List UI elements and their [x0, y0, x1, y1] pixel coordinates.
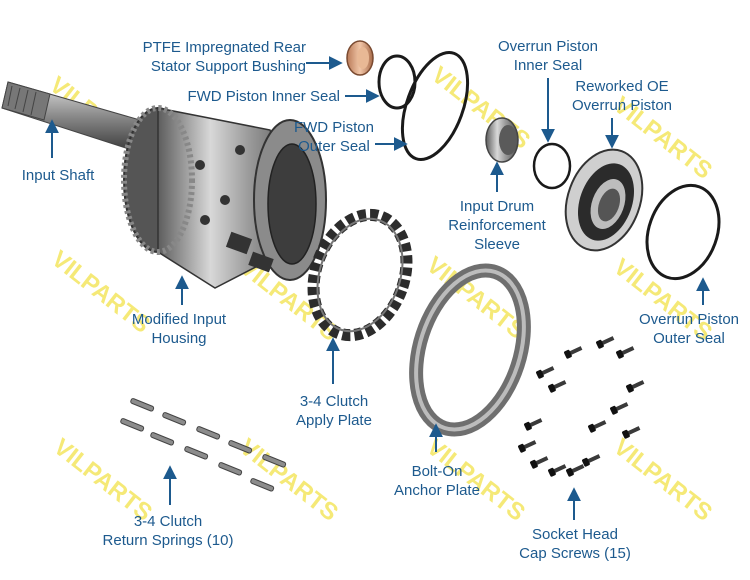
label-overrun-inner-seal: Overrun Piston Inner Seal	[497, 38, 599, 74]
label-modified-housing: Modified Input Housing	[131, 311, 227, 347]
label-fwd-outer-seal: FWD Piston Outer Seal	[293, 119, 374, 155]
cap-screws-part	[518, 336, 645, 477]
return-spring	[184, 446, 209, 460]
overrun-outer-seal-part	[645, 183, 721, 281]
input-drum-sleeve-part	[485, 117, 519, 163]
label-return-springs: 3-4 Clutch Return Springs (10)	[102, 513, 234, 549]
cap-screw	[626, 380, 645, 393]
return-spring	[130, 398, 155, 412]
cap-screw	[566, 464, 585, 477]
return-spring	[262, 454, 287, 468]
label-ptfe-bushing: PTFE Impregnated Rear Stator Support Bus…	[142, 39, 306, 75]
return-spring	[196, 426, 221, 440]
cap-screw	[622, 426, 641, 439]
label-fwd-inner-seal: FWD Piston Inner Seal	[187, 88, 340, 105]
cap-screw	[588, 420, 607, 433]
cap-screw	[564, 346, 583, 359]
cap-screw	[518, 440, 537, 453]
input-housing-part	[121, 105, 327, 289]
overrun-inner-seal-part	[532, 142, 572, 190]
cap-screw	[610, 402, 629, 415]
return-spring	[218, 462, 243, 476]
input-shaft-part	[1, 81, 141, 151]
return-spring	[162, 412, 187, 426]
cap-screw	[530, 456, 549, 469]
label-clutch-apply-plate: 3-4 Clutch Apply Plate	[296, 393, 372, 429]
return-spring	[150, 432, 175, 446]
overrun-piston-part	[564, 148, 644, 252]
label-overrun-outer-seal: Overrun Piston Outer Seal	[638, 311, 740, 347]
fwd-piston-inner-seal-part	[377, 54, 417, 110]
cap-screw	[536, 366, 555, 379]
ptfe-bushing-part	[346, 40, 374, 76]
cap-screw	[596, 336, 615, 349]
cap-screw	[548, 380, 567, 393]
label-input-shaft: Input Shaft	[21, 167, 95, 184]
cap-screw	[524, 418, 543, 431]
return-spring	[120, 418, 145, 432]
watermark-text: VILPARTS	[608, 433, 717, 526]
watermark-text: VILPARTS	[234, 433, 343, 526]
label-anchor-plate: Bolt-On Anchor Plate	[394, 463, 480, 499]
clutch-apply-plate-part	[307, 208, 413, 342]
cap-screw	[582, 454, 601, 467]
fwd-piston-outer-seal-part	[400, 51, 470, 161]
label-reworked-piston: Reworked OE Overrun Piston	[571, 78, 673, 114]
label-input-drum-sleeve: Input Drum Reinforcement Sleeve	[448, 198, 546, 253]
return-springs-part	[120, 398, 287, 492]
cap-screw	[616, 346, 635, 359]
label-cap-screws: Socket Head Cap Screws (15)	[519, 526, 631, 562]
leader-arrows	[45, 56, 710, 520]
anchor-plate-part	[409, 263, 531, 437]
cap-screw	[548, 464, 567, 477]
return-spring	[250, 478, 275, 492]
return-spring	[228, 440, 253, 454]
